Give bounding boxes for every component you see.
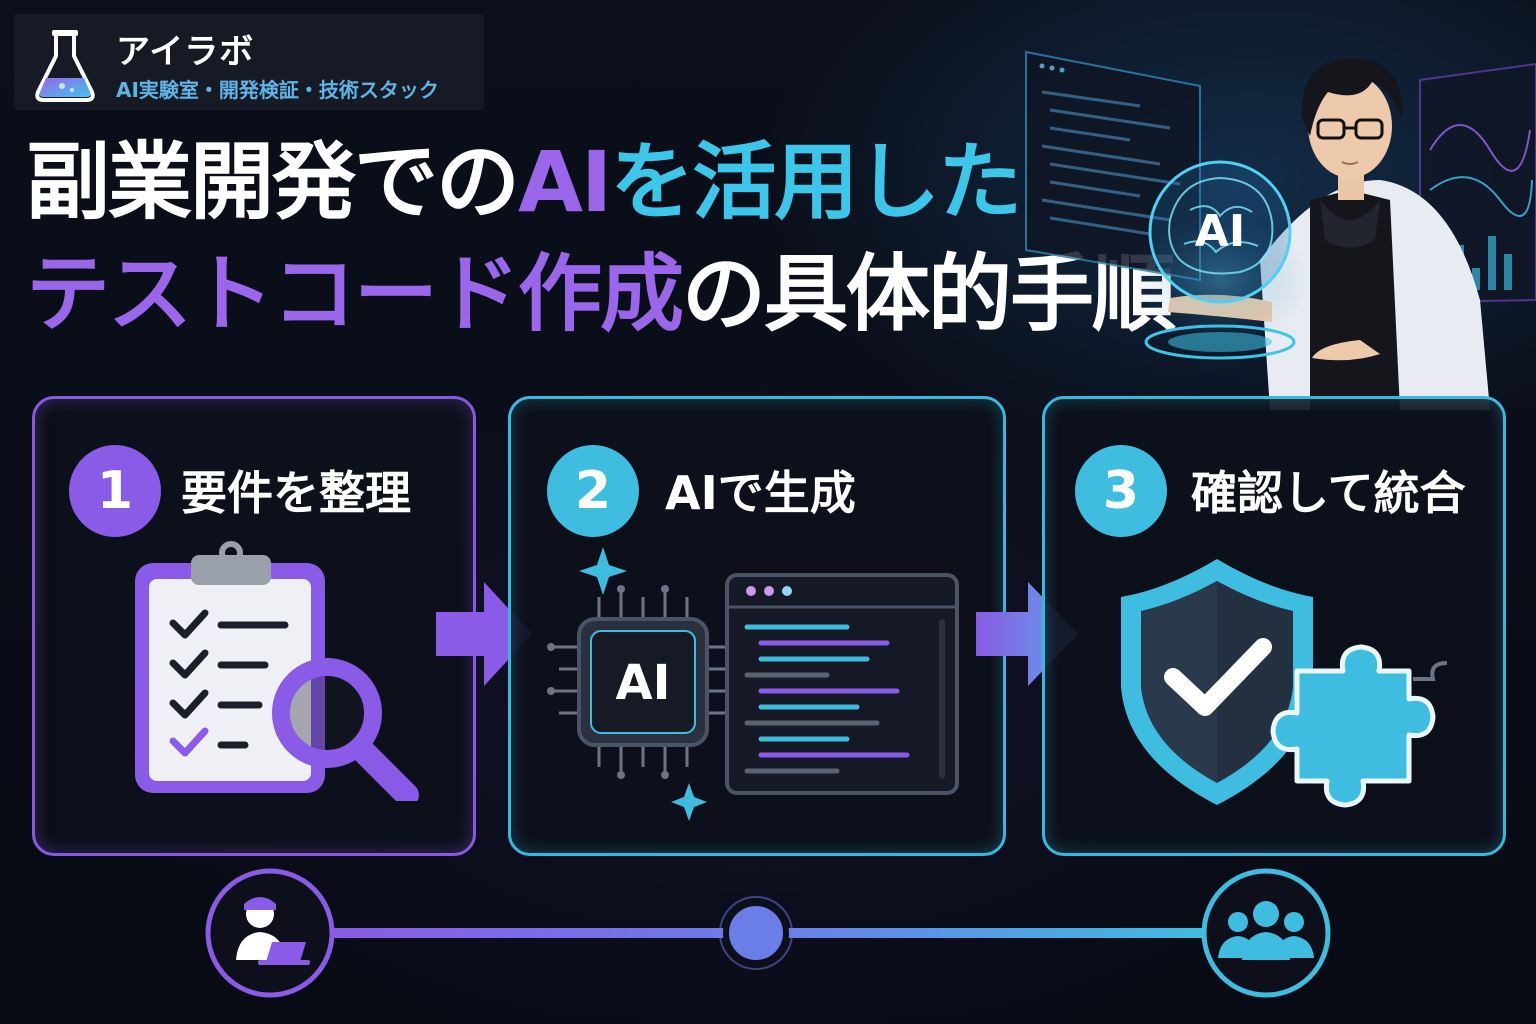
step2-illustration: AI bbox=[547, 547, 959, 821]
title-segment-highlight: を活用した bbox=[610, 133, 1022, 231]
ai-chip-icon: AI bbox=[547, 585, 737, 779]
timeline-start-node bbox=[205, 868, 335, 998]
step-card-1: 1 要件を整理 bbox=[32, 396, 476, 856]
team-icon bbox=[1218, 901, 1314, 960]
shield-check-icon bbox=[1121, 559, 1313, 805]
title-segment: 副業開発での bbox=[26, 133, 520, 231]
title-line-2: テストコード作成の具体的手順 bbox=[26, 252, 1176, 336]
step-card-3: 3 確認して統合 bbox=[1042, 396, 1506, 856]
scientist-illustration: AI bbox=[1025, 50, 1536, 410]
step-number-badge: 3 bbox=[1075, 445, 1167, 537]
title-line-1: 副業開発でのAIを活用した bbox=[26, 140, 1022, 224]
brand-name: アイラボ bbox=[116, 32, 255, 72]
step-card-2: 2 AIで生成 AI bbox=[508, 396, 1006, 856]
title-segment: の具体的手順 bbox=[682, 245, 1176, 343]
workflow-timeline bbox=[205, 868, 1331, 998]
step3-illustration bbox=[1121, 559, 1448, 808]
timeline-mid-node bbox=[719, 896, 793, 970]
brand-block: アイラボ AI実験室・開発検証・技術スタック bbox=[14, 14, 484, 110]
step-number-badge: 1 bbox=[69, 445, 161, 537]
title-segment-highlight: AI bbox=[518, 133, 612, 231]
title-segment-highlight: テストコード作成 bbox=[26, 245, 684, 343]
puzzle-piece-icon bbox=[1270, 644, 1448, 808]
step-label: 確認して統合 bbox=[1191, 466, 1466, 520]
magnifier-icon bbox=[272, 658, 419, 801]
code-window-icon bbox=[725, 573, 959, 795]
scientist-figure bbox=[1168, 58, 1490, 410]
code-monitor-left bbox=[1025, 50, 1201, 282]
step-number-badge: 2 bbox=[547, 445, 639, 537]
sparkle-icon bbox=[579, 547, 627, 595]
chip-ai-text: AI bbox=[615, 655, 670, 711]
brand-tagline: AI実験室・開発検証・技術スタック bbox=[116, 78, 439, 102]
step-label: AIで生成 bbox=[665, 466, 856, 520]
step1-illustration bbox=[135, 541, 419, 801]
sparkle-icon bbox=[671, 783, 707, 821]
hologram-ai-text: AI bbox=[1195, 206, 1245, 257]
timeline-end-node bbox=[1201, 868, 1331, 998]
person-laptop-icon bbox=[236, 897, 310, 965]
flask-icon bbox=[35, 30, 95, 102]
step-label: 要件を整理 bbox=[181, 466, 411, 520]
ai-hologram: AI bbox=[1130, 160, 1310, 360]
